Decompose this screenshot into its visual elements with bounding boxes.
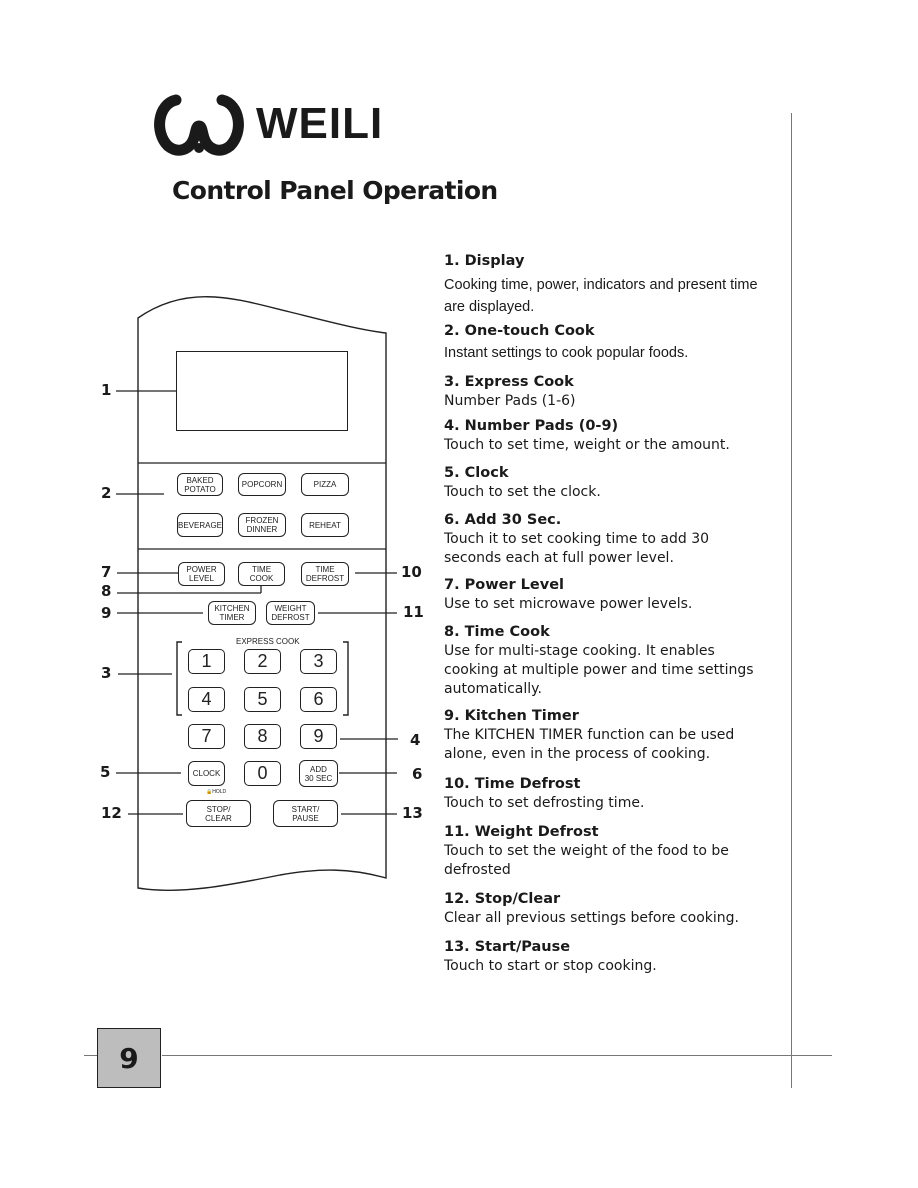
callout-11: 11 [403,603,424,621]
callout-8: 8 [101,582,112,600]
callout-3: 3 [101,664,112,682]
pizza-button[interactable]: PIZZA [301,473,349,496]
callout-10: 10 [401,563,422,581]
footer-divider-line [162,1055,832,1056]
item-title: 8. Time Cook [444,624,550,640]
baked-potato-button[interactable]: BAKED POTATO [177,473,223,496]
item-title: 6. Add 30 Sec. [444,512,562,528]
number-pad-7[interactable]: 7 [188,724,225,749]
number-pad-2[interactable]: 2 [244,649,281,674]
callout-5: 5 [100,763,111,781]
beverage-button[interactable]: BEVERAGE [177,513,223,537]
page-title: Control Panel Operation [172,176,498,205]
callout-1: 1 [101,381,112,399]
item-number-pads: 4. Number Pads (0-9) Touch to set time, … [444,417,784,455]
item-add-30-sec: 6. Add 30 Sec. Touch it to set cooking t… [444,511,784,568]
kitchen-timer-button[interactable]: KITCHEN TIMER [208,601,256,625]
number-pad-1[interactable]: 1 [188,649,225,674]
item-desc: Touch to set time, weight or the amount. [444,437,730,453]
item-clock: 5. Clock Touch to set the clock. [444,464,784,502]
hold-lock-label: 🔒HOLD [206,789,226,795]
item-express-cook: 3. Express Cook Number Pads (1-6) [444,373,784,411]
callout-9: 9 [101,604,112,622]
item-title: 13. Start/Pause [444,939,571,955]
page-number: 9 [97,1028,161,1088]
item-title: 2. One-touch Cook [444,323,595,339]
number-pad-0[interactable]: 0 [244,761,281,786]
start-pause-button[interactable]: START/ PAUSE [273,800,338,827]
item-desc: Use to set microwave power levels. [444,596,693,612]
callout-12: 12 [101,804,122,822]
express-cook-label: EXPRESS COOK [236,637,300,646]
item-kitchen-timer: 9. Kitchen Timer The KITCHEN TIMER funct… [444,707,784,764]
time-cook-button[interactable]: TIME COOK [238,562,285,586]
item-desc: Touch to start or stop cooking. [444,958,657,974]
item-time-cook: 8. Time Cook Use for multi-stage cooking… [444,623,784,699]
item-stop-clear: 12. Stop/Clear Clear all previous settin… [444,890,784,928]
item-weight-defrost: 11. Weight Defrost Touch to set the weig… [444,823,784,880]
weili-logo-icon [154,94,244,156]
item-title: 4. Number Pads (0-9) [444,418,619,434]
item-start-pause: 13. Start/Pause Touch to start or stop c… [444,938,784,976]
display-screen [176,351,348,431]
item-power-level: 7. Power Level Use to set microwave powe… [444,576,784,614]
number-pad-8[interactable]: 8 [244,724,281,749]
callout-4: 4 [410,731,421,749]
item-desc: Clear all previous settings before cooki… [444,910,739,926]
item-desc: Touch to set defrosting time. [444,795,645,811]
number-pad-4[interactable]: 4 [188,687,225,712]
number-pad-6[interactable]: 6 [300,687,337,712]
item-title: 11. Weight Defrost [444,824,599,840]
item-desc: Use for multi-stage cooking. It enables … [444,643,754,697]
item-title: 7. Power Level [444,577,564,593]
right-divider-line [791,113,792,1088]
stop-clear-button[interactable]: STOP/ CLEAR [186,800,251,827]
hold-label-text: HOLD [212,789,227,795]
item-time-defrost: 10. Time Defrost Touch to set defrosting… [444,775,784,813]
time-defrost-button[interactable]: TIME DEFROST [301,562,349,586]
item-desc: Instant settings to cook popular foods. [444,345,689,361]
footer-divider-line-left [84,1055,97,1056]
item-title: 3. Express Cook [444,374,574,390]
reheat-button[interactable]: REHEAT [301,513,349,537]
brand-name: WEILI [256,99,384,148]
item-title: 10. Time Defrost [444,776,581,792]
weight-defrost-button[interactable]: WEIGHT DEFROST [266,601,315,625]
callout-13: 13 [402,804,423,822]
item-desc: Number Pads (1-6) [444,393,576,409]
brand-logo: WEILI [152,92,383,156]
item-desc: Touch to set the clock. [444,484,601,500]
item-title: 12. Stop/Clear [444,891,561,907]
item-desc: Cooking time, power, indicators and pres… [444,277,758,315]
item-desc: Touch it to set cooking time to add 30 s… [444,531,710,566]
item-display: 1. Display Cooking time, power, indicato… [444,252,784,318]
frozen-dinner-button[interactable]: FROZEN DINNER [238,513,286,537]
number-pad-3[interactable]: 3 [300,649,337,674]
power-level-button[interactable]: POWER LEVEL [178,562,225,586]
callout-2: 2 [101,484,112,502]
popcorn-button[interactable]: POPCORN [238,473,286,496]
item-title: 1. Display [444,253,525,269]
item-desc: The KITCHEN TIMER function can be used a… [444,727,735,762]
lock-icon: 🔒 [206,789,213,795]
clock-button[interactable]: CLOCK [188,761,225,786]
item-title: 9. Kitchen Timer [444,708,579,724]
number-pad-5[interactable]: 5 [244,687,281,712]
item-title: 5. Clock [444,465,509,481]
item-desc: Touch to set the weight of the food to b… [444,843,729,878]
number-pad-9[interactable]: 9 [300,724,337,749]
callout-7: 7 [101,563,112,581]
add-30-sec-button[interactable]: ADD 30 SEC [299,760,338,787]
callout-6: 6 [412,765,423,783]
item-one-touch-cook: 2. One-touch Cook Instant settings to co… [444,322,784,364]
